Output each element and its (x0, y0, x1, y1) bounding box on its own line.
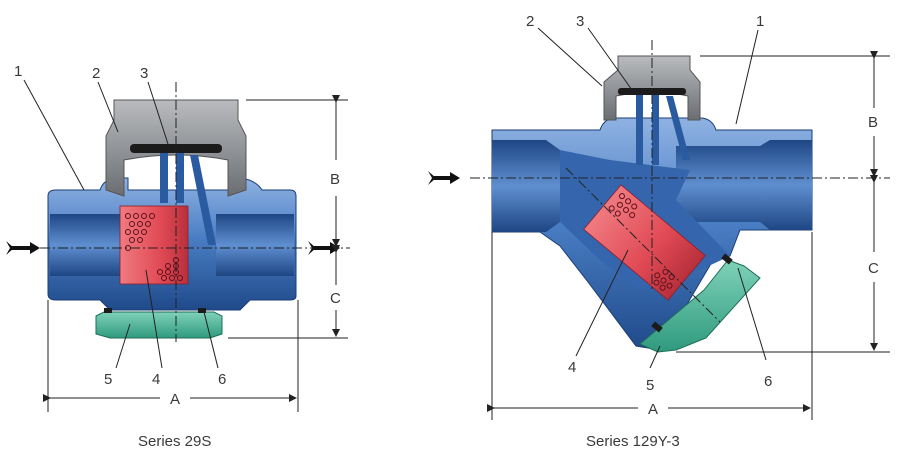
disc (618, 88, 686, 95)
dim-label-a: A (648, 401, 658, 418)
gasket (198, 308, 206, 313)
outlet-flow-arrow (308, 241, 340, 255)
passage (190, 155, 216, 245)
bottom-plug (95, 311, 223, 339)
passage (176, 153, 184, 203)
callout-4: 4 (568, 359, 576, 376)
gasket (104, 308, 112, 313)
inlet-flow-arrow (428, 171, 460, 185)
callout-2: 2 (526, 13, 534, 30)
callout-5: 5 (104, 371, 112, 388)
bottom-plug (639, 259, 761, 353)
callout-4: 4 (152, 371, 160, 388)
passage (160, 153, 168, 203)
outlet-bore (216, 214, 294, 276)
gasket (721, 253, 733, 265)
passage (666, 96, 690, 160)
caption-series-29s: Series 29S (138, 433, 211, 450)
dim-label-c: C (330, 290, 341, 307)
series-29s-diagram: 1 2 3 4 5 6 B C A Series 29S (6, 63, 350, 450)
caption-series-129y-3: Series 129Y-3 (586, 433, 680, 450)
gasket (651, 321, 663, 333)
callout-2: 2 (92, 65, 100, 82)
passage (652, 95, 659, 165)
inlet-bore (492, 140, 560, 232)
callout-3: 3 (576, 13, 584, 30)
callout-6: 6 (764, 373, 772, 390)
screen (583, 184, 706, 301)
callout-1: 1 (14, 63, 22, 80)
screen-holes (125, 213, 183, 281)
callout-5: 5 (646, 377, 654, 394)
dim-label-b: B (330, 171, 340, 188)
dim-label-c: C (868, 260, 879, 277)
callout-1: 1 (756, 13, 764, 30)
inlet-bore (50, 214, 120, 276)
callout-6: 6 (218, 371, 226, 388)
screen (119, 205, 189, 285)
callout-3: 3 (140, 65, 148, 82)
series-129y-3-diagram: 1 2 3 4 5 6 B C A Series 129Y-3 (428, 13, 890, 450)
dim-label-a: A (170, 391, 180, 408)
outlet-bore (676, 140, 812, 230)
dim-label-b: B (868, 114, 878, 131)
passage (636, 95, 643, 165)
disc (130, 144, 222, 153)
inlet-flow-arrow (6, 241, 40, 255)
